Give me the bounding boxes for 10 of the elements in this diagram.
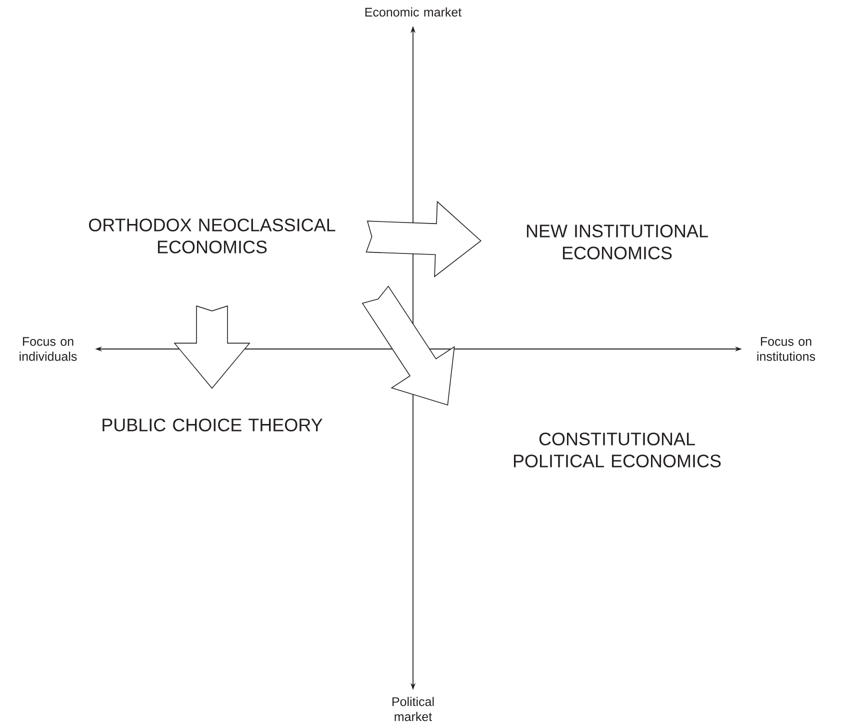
block-arrow <box>174 305 250 389</box>
axis-label: Focus on institutions <box>757 337 816 361</box>
axis-label: Political market <box>392 696 434 722</box>
quadrant-label: ORTHODOX NEOCLASSICAL ECONOMICS <box>89 218 336 254</box>
block-arrow <box>366 200 482 278</box>
quadrant-label: CONSTITUTIONAL POLITICAL ECONOMICS <box>514 432 721 468</box>
axis-label: Economic market <box>365 7 462 17</box>
quadrant-label: NEW INSTITUTIONAL ECONOMICS <box>526 224 708 260</box>
axis-label: Focus on individuals <box>20 337 77 361</box>
quadrant-label: PUBLIC CHOICE THEORY <box>102 418 322 432</box>
